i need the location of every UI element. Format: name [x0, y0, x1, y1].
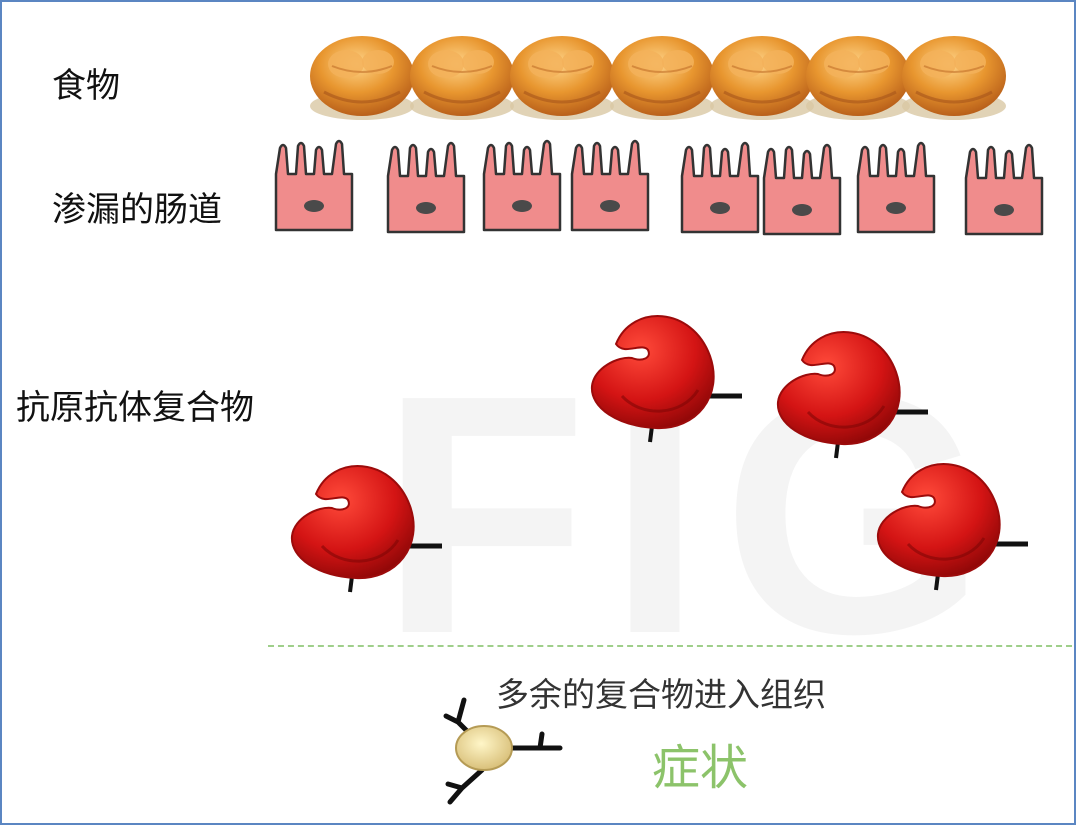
bread-roll-icon [804, 34, 912, 122]
tissue-cell-icon [443, 697, 563, 805]
bread-roll-icon [708, 34, 816, 122]
antigen-antibody-complex-icon [778, 332, 928, 458]
label-immune-complex: 抗原抗体复合物 [16, 388, 254, 428]
label-symptom: 症状 [652, 740, 749, 796]
antigen-antibody-complex-icon [292, 466, 442, 592]
bread-roll-icon [508, 34, 616, 122]
villus-cell-icon [386, 141, 466, 234]
villus-cell-icon [964, 143, 1044, 236]
villus-cell-icon [762, 143, 842, 236]
bread-roll-icon [308, 34, 416, 122]
label-food: 食物 [52, 66, 120, 106]
food-row [308, 34, 1008, 122]
villus-cell-icon [570, 139, 650, 232]
villus-cell-icon [482, 139, 562, 232]
bread-roll-icon [900, 34, 1008, 122]
bread-roll-icon [408, 34, 516, 122]
label-leaky-gut: 渗漏的肠道 [52, 190, 222, 230]
villus-cell-icon [274, 139, 354, 232]
bread-roll-icon [608, 34, 716, 122]
gut-lining-row [274, 139, 1044, 236]
dashed-divider [268, 645, 1072, 647]
antigen-antibody-complex-icon [592, 316, 742, 442]
antigen-antibody-complex-icon [878, 464, 1028, 590]
note-excess-complex: 多余的复合物进入组织 [496, 675, 826, 714]
villus-cell-icon [856, 141, 936, 234]
villus-cell-icon [680, 141, 760, 234]
immune-complex-group [292, 316, 1028, 592]
